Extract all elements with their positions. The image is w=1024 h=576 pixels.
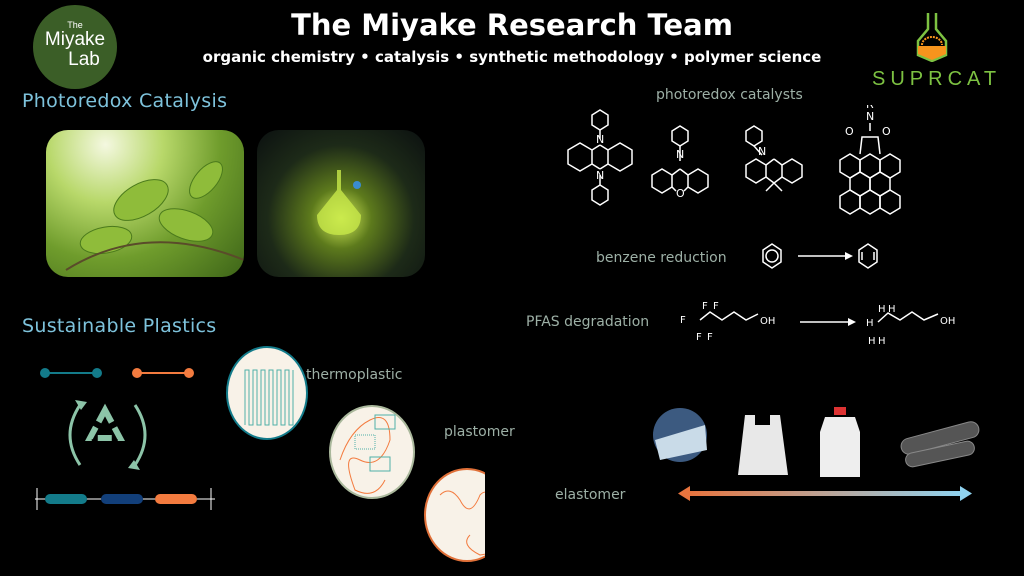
photoredox-catalysts-label: photoredox catalysts xyxy=(656,87,803,103)
elastomer-label: elastomer xyxy=(555,487,626,503)
polymer-circles xyxy=(226,346,485,562)
atom-oh: OH xyxy=(940,316,955,327)
atom-f: F xyxy=(707,332,713,343)
page-subtitle: organic chemistry • catalysis • syntheti… xyxy=(202,48,822,66)
atom-o: O xyxy=(845,125,854,138)
milk-jug-image xyxy=(820,407,860,477)
block-copolymer-icon xyxy=(35,488,215,510)
atom-o: O xyxy=(676,187,685,200)
catalyst-structures: N N N O N N R O O xyxy=(567,105,901,215)
atom-r: R xyxy=(866,105,874,111)
atom-n: N xyxy=(596,169,604,182)
orange-monomer-icon xyxy=(132,368,194,378)
atom-h: H xyxy=(878,336,886,347)
photoredox-heading: Photoredox Catalysis xyxy=(22,90,228,112)
benzene-reduction-scheme xyxy=(762,243,878,269)
benzene-reduction-label: benzene reduction xyxy=(596,250,727,266)
atom-h: H xyxy=(866,318,874,329)
suprcat-logo: SUPRCAT xyxy=(872,10,1000,90)
elastomer-circle xyxy=(424,468,485,562)
thermoplastic-circle xyxy=(226,346,308,440)
plastic-products xyxy=(653,407,980,477)
atom-f: F xyxy=(680,315,686,326)
miyake-lab-logo: The Miyake Lab xyxy=(33,5,117,89)
property-gradient-arrow xyxy=(678,486,972,501)
atom-oh: OH xyxy=(760,316,775,327)
recycling-graphic xyxy=(35,368,215,510)
plastic-bag-image xyxy=(738,415,788,475)
atom-n: N xyxy=(676,148,684,161)
sustainable-plastics-heading: Sustainable Plastics xyxy=(22,315,217,337)
recycle-icon xyxy=(68,403,147,466)
atom-h: H xyxy=(888,304,896,315)
logo-lab: Lab xyxy=(68,49,100,70)
atom-f: F xyxy=(702,301,708,312)
pfas-degradation-label: PFAS degradation xyxy=(526,314,650,330)
atom-h: H xyxy=(878,304,886,315)
leaves-photo xyxy=(46,130,244,277)
atom-n: N xyxy=(596,133,604,146)
film-wrap-image xyxy=(653,408,707,462)
atom-n: N xyxy=(866,110,874,123)
teal-monomer-icon xyxy=(40,368,102,378)
page-title: The Miyake Research Team xyxy=(291,8,733,42)
atom-o: O xyxy=(882,125,891,138)
atom-n: N xyxy=(758,145,766,158)
atom-f: F xyxy=(713,301,719,312)
thermoplastic-label: thermoplastic xyxy=(306,367,403,383)
plastomer-label: plastomer xyxy=(444,424,515,440)
flask-sun-icon xyxy=(916,13,948,63)
logo-miyake: Miyake xyxy=(44,29,106,50)
logo-the: The xyxy=(67,20,83,30)
pipes-image xyxy=(900,421,980,468)
atom-f: F xyxy=(696,332,702,343)
suprcat-text: SUPRCAT xyxy=(872,68,1002,90)
atom-h: H xyxy=(868,336,876,347)
reactor-photo xyxy=(257,130,425,277)
plastomer-circle xyxy=(329,405,415,499)
